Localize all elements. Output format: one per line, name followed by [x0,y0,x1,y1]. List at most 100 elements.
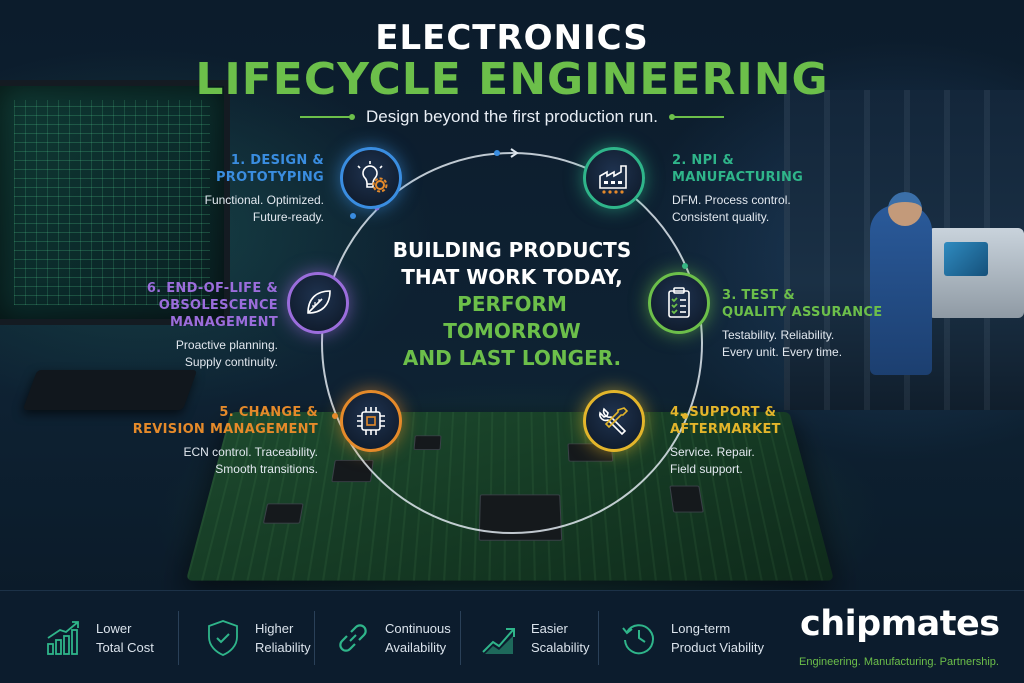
lightbulb-gear-icon [357,161,388,193]
benefit-easier-scalability: Easier Scalability [479,591,590,683]
step-description-line: Field support. [670,462,743,476]
step-title: 5. CHANGE & REVISION MANAGEMENT [133,404,318,438]
benefit-label-line: Long-term [671,620,731,636]
benefit-label-line: Scalability [531,639,590,655]
board-chip [262,503,304,524]
benefit-label-line: Availability [385,639,447,655]
support-aftermarket-node [583,390,645,452]
benefit-label: Long-term Product Viability [671,619,764,657]
benefit-label: Easier Scalability [531,619,590,657]
brand-logo: chipmates [800,604,1000,644]
change-revision-node [340,390,402,452]
center-line: THAT WORK TODAY, [401,265,623,289]
benefit-higher-reliability: Higher Reliability [203,591,311,683]
center-line: BUILDING PRODUCTS [392,238,632,262]
brand-tagline: Engineering. Manufacturing. Partnership. [799,656,999,668]
factory-icon [599,165,627,194]
factory-worker-head [888,192,922,226]
benefit-label: Higher Reliability [255,619,311,657]
step-description: Testability. Reliability. Every unit. Ev… [722,327,882,361]
title-line-2: LIFECYCLE ENGINEERING [195,54,829,105]
step-test-quality: 3. TEST & QUALITY ASSURANCE Testability.… [722,287,882,361]
step-title: 1. DESIGN & PROTOTYPING [205,152,324,186]
benefit-label-line: Easier [531,620,568,636]
benefit-divider [598,611,599,665]
benefit-label-line: Lower [96,620,132,636]
bar-chart-up-icon [47,620,79,655]
step-description-line: Functional. Optimized. [204,193,324,207]
assembly-machine [928,228,1024,318]
benefit-label-line: Product Viability [671,639,764,655]
step-title-line: 4. SUPPORT & [670,405,777,420]
design-prototyping-node [340,147,402,209]
step-title: 4. SUPPORT & AFTERMARKET [670,404,781,438]
wrench-screwdriver-icon [599,407,629,436]
center-line-highlight: PERFORM TOMORROW [443,292,581,343]
chain-link-icon [339,623,367,652]
benefit-lower-total-cost: Lower Total Cost [44,591,154,683]
title-line-1: ELECTRONICS [375,18,649,58]
step-title: 3. TEST & QUALITY ASSURANCE [722,287,882,321]
step-title-line: MANAGEMENT [169,315,278,330]
step-title-line: OBSOLESCENCE [158,298,278,313]
factory-worker [870,205,932,375]
step-support-aftermarket: 4. SUPPORT & AFTERMARKET Service. Repair… [670,404,781,478]
step-design-prototyping: 1. DESIGN & PROTOTYPING Functional. Opti… [205,152,324,226]
lifecycle-ring [321,148,703,534]
step-title-line: QUALITY ASSURANCE [722,305,883,320]
center-line-highlight: AND LAST LONGER. [402,346,622,370]
step-title-line: REVISION MANAGEMENT [132,422,318,437]
step-title: 6. END-OF-LIFE & OBSOLESCENCE MANAGEMENT [147,280,278,331]
benefit-divider [314,611,315,665]
clipboard-check-icon [668,287,690,318]
growth-chart-icon [482,627,515,654]
shield-check-icon [208,619,238,656]
center-message: BUILDING PRODUCTS THAT WORK TODAY, PERFO… [392,237,632,372]
tagline-divider-left [299,114,355,120]
step-npi-manufacturing: 2. NPI & MANUFACTURING DFM. Process cont… [672,152,803,226]
benefit-divider [460,611,461,665]
tagline-row: Design beyond the first production run. [0,107,1024,127]
step-title-line: 1. DESIGN & [230,153,324,168]
step-title-line: MANUFACTURING [672,170,804,185]
step-title-line: 3. TEST & [722,288,796,303]
step-title-line: 5. CHANGE & [219,405,318,420]
benefit-long-term-viability: Long-term Product Viability [619,591,764,683]
step-description-line: Supply continuity. [184,355,278,369]
step-description-line: Every unit. Every time. [722,345,843,359]
benefit-label: Lower Total Cost [96,619,154,657]
step-title-line: 2. NPI & [672,153,735,168]
npi-manufacturing-node [583,147,645,209]
tagline: Design beyond the first production run. [365,107,658,126]
step-description: Service. Repair. Field support. [670,444,781,478]
step-title-line: PROTOTYPING [215,170,324,185]
clock-cycle-icon [622,623,654,654]
benefit-label: Continuous Availability [385,619,451,657]
step-title-line: AFTERMARKET [670,422,781,437]
benefit-label-line: Continuous [385,620,451,636]
step-title: 2. NPI & MANUFACTURING [672,152,803,186]
step-description-line: DFM. Process control. [672,193,791,207]
step-description-line: ECN control. Traceability. [183,445,319,459]
benefit-label-line: Total Cost [96,639,154,655]
chip-icon [357,407,385,435]
step-description-line: Future-ready. [252,210,324,224]
step-description: Functional. Optimized. Future-ready. [205,192,324,226]
leaf-icon [307,290,331,314]
step-title-line: 6. END-OF-LIFE & [146,281,278,296]
step-description-line: Proactive planning. [175,338,278,352]
step-change-revision: 5. CHANGE & REVISION MANAGEMENT ECN cont… [133,404,318,478]
benefits-bar: Lower Total Cost Higher Reliability Cont… [0,590,1024,683]
step-description: DFM. Process control. Consistent quality… [672,192,803,226]
benefit-label-line: Higher [255,620,294,636]
pcb-design-monitor [0,80,230,325]
benefit-divider [178,611,179,665]
step-description: Proactive planning. Supply continuity. [147,337,278,371]
tagline-divider-right [669,114,724,120]
end-of-life-node [287,272,349,334]
step-end-of-life: 6. END-OF-LIFE & OBSOLESCENCE MANAGEMENT… [147,280,278,371]
step-description-line: Consistent quality. [672,210,770,224]
benefit-label-line: Reliability [255,639,311,655]
step-description-line: Smooth transitions. [215,462,318,476]
step-description: ECN control. Traceability. Smooth transi… [133,444,319,478]
